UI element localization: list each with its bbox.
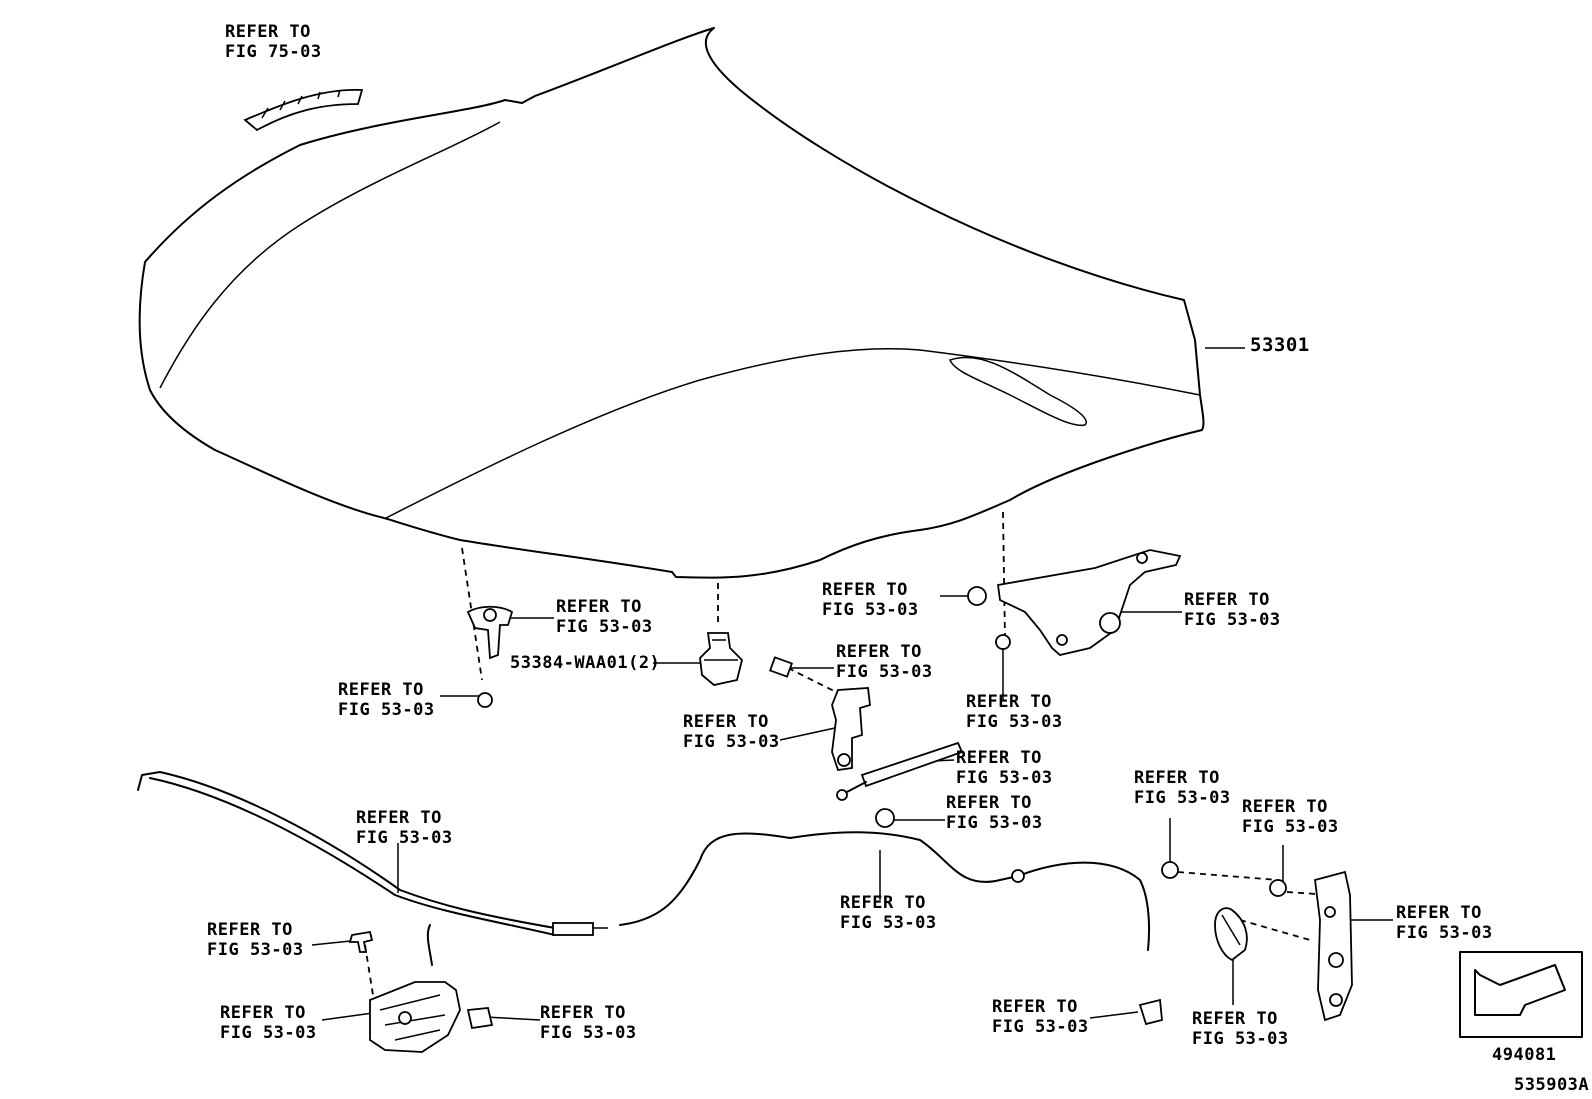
view-reference-box xyxy=(1459,951,1583,1038)
hook-nut[interactable] xyxy=(477,692,493,708)
hood-panel[interactable] xyxy=(138,27,1245,579)
hood-lock-assy[interactable] xyxy=(369,981,461,1053)
hinge-bolt[interactable] xyxy=(967,586,987,606)
hood-stay[interactable] xyxy=(836,741,964,801)
stay-bracket[interactable] xyxy=(831,687,871,771)
stay-pin[interactable] xyxy=(768,656,794,678)
hood-lock-support[interactable] xyxy=(1314,870,1353,1022)
hood-cushion[interactable] xyxy=(699,632,743,686)
lock-clip[interactable] xyxy=(466,1007,494,1030)
view-code: 494081 xyxy=(1492,1045,1557,1065)
hood-hinge[interactable] xyxy=(996,549,1182,656)
support-nut[interactable] xyxy=(1161,861,1179,879)
support-bolt[interactable] xyxy=(1269,879,1287,897)
hinge-nut[interactable] xyxy=(995,634,1011,650)
hood-lock-hook[interactable] xyxy=(466,605,514,660)
cable-clip[interactable] xyxy=(1138,998,1163,1026)
hood-release-lever[interactable] xyxy=(1214,907,1248,962)
part-number-hood[interactable]: 53301 xyxy=(1250,334,1310,356)
lock-bolt[interactable] xyxy=(348,930,374,953)
part-number-cushion[interactable]: 53384-WAA01(2) xyxy=(510,653,661,673)
release-cable[interactable] xyxy=(137,771,1151,966)
illustration-code: 535903A xyxy=(1514,1075,1590,1095)
hood-insulator[interactable] xyxy=(243,88,364,132)
stay-cushion[interactable] xyxy=(875,808,895,828)
